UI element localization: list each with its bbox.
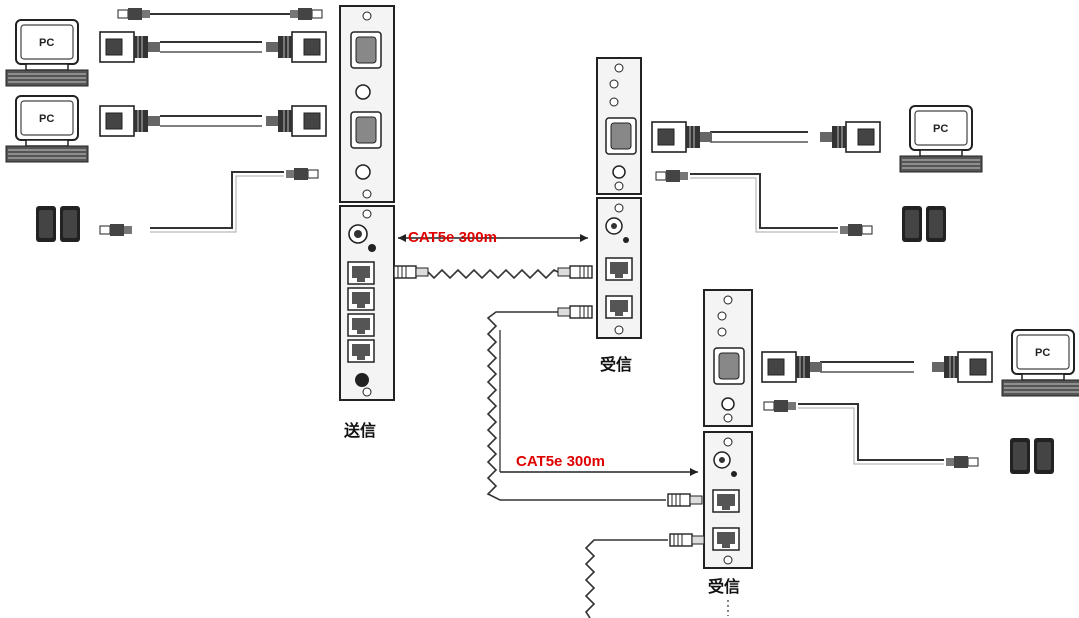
cable-length-arrow [499,330,698,476]
rj45-plug-icon [557,305,593,319]
ethernet-port-icon [347,313,375,337]
cable-length-label: CAT5e 300m [516,453,605,470]
speaker-icon [1010,438,1054,474]
cable-length-arrow [398,234,588,242]
vga-cable-icon [99,105,327,137]
vga-port-icon [350,111,382,149]
rj45-plug-icon [667,493,703,507]
vga-cable-icon [651,121,881,153]
audio-cable-icon [117,7,323,21]
ethernet-port-icon [605,257,633,281]
audio-cable-icon [763,399,979,469]
audio-cable-icon [655,169,873,237]
ethernet-port-icon [347,261,375,285]
pc-icon: PC [5,19,89,87]
receiver-label: 受信 [708,577,740,596]
rj45-plug-icon [669,533,705,547]
transmitter-label: 送信 [343,421,376,440]
pc-label: PC [1035,347,1050,359]
pc-icon: PC [1001,329,1079,397]
pc-label: PC [933,123,948,135]
receiver-unit [703,289,753,569]
transmitter-unit [339,5,395,401]
rj45-plug-icon [393,265,429,279]
speaker-icon [36,206,80,242]
pc-label: PC [39,37,54,49]
ethernet-port-icon [712,527,740,551]
vga-cable-icon [761,351,993,383]
ethernet-port-icon [347,339,375,363]
network-cable [584,533,705,618]
vga-port-icon [713,347,745,385]
network-cable [393,265,593,280]
ethernet-port-icon [605,295,633,319]
vga-cable-icon [99,31,327,63]
pc-icon: PC [5,95,89,163]
ethernet-port-icon [347,287,375,311]
pc-label: PC [39,113,54,125]
cable-length-label: CAT5e 300m [408,229,497,246]
speaker-icon [902,206,946,242]
pc-icon: PC [899,105,983,173]
network-cable [486,305,703,507]
audio-cable-icon [99,167,319,237]
ethernet-port-icon [712,489,740,513]
vga-port-icon [605,117,637,155]
rj45-plug-icon [557,265,593,279]
vga-port-icon [350,31,382,69]
receiver-unit [596,57,642,339]
receiver-label: 受信 [600,355,632,374]
